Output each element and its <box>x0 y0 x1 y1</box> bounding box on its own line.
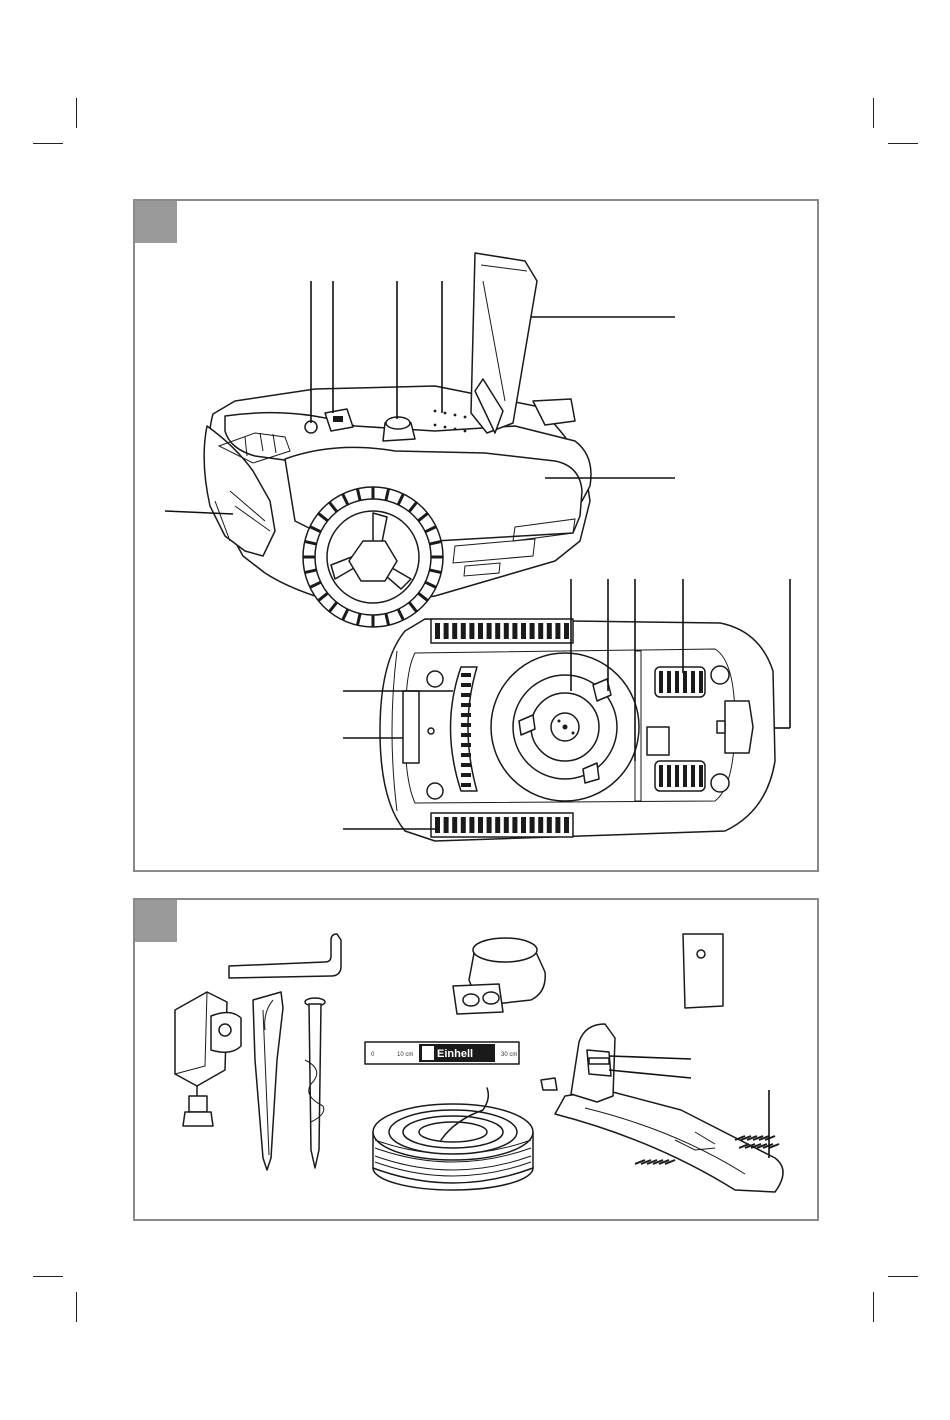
figure-2-drawing: Einhell 0 10 cm 30 cm <box>135 900 821 1223</box>
mower-underside-view <box>380 619 775 841</box>
crop-mark <box>873 98 874 128</box>
spare-blade <box>683 934 723 1008</box>
crop-mark <box>76 98 77 128</box>
measure-mark: 30 cm <box>501 1052 517 1058</box>
crop-mark <box>888 143 918 144</box>
crop-mark <box>76 1292 77 1322</box>
measuring-strip: Einhell 0 10 cm 30 cm <box>365 1042 519 1064</box>
boundary-wire-reel <box>373 1088 533 1190</box>
figure-1-panel <box>133 199 819 872</box>
hex-key <box>229 934 341 978</box>
charging-station <box>541 1024 783 1192</box>
figure-2-panel: Einhell 0 10 cm 30 cm <box>133 898 819 1221</box>
crop-mark <box>33 143 63 144</box>
ground-spike <box>305 998 325 1168</box>
crop-mark <box>888 1276 918 1277</box>
crop-mark <box>33 1276 63 1277</box>
wire-connector <box>453 938 545 1014</box>
figure-1-drawing <box>135 201 821 874</box>
crop-mark <box>873 1292 874 1322</box>
wire-brand-text: Einhell <box>437 1048 473 1060</box>
power-supply <box>175 992 241 1126</box>
fixing-peg <box>253 992 283 1170</box>
measure-mark: 10 cm <box>397 1052 413 1058</box>
